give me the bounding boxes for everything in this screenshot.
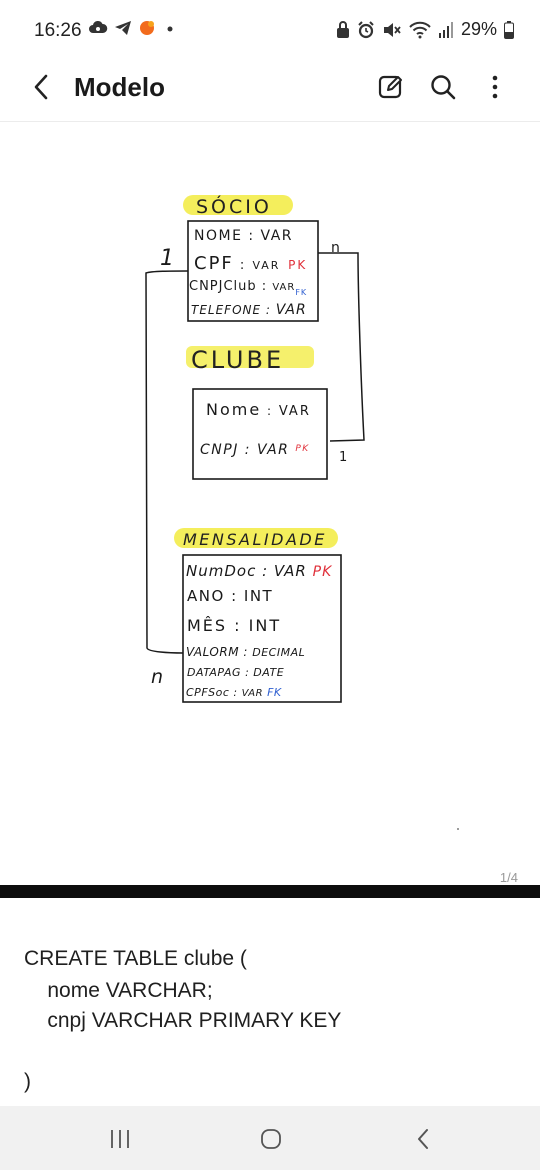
signal-icon <box>438 21 453 38</box>
socio-clube-relationship-line <box>318 252 365 442</box>
app-actions <box>376 72 510 102</box>
status-left-icons <box>88 19 178 37</box>
back-icon <box>418 1129 428 1149</box>
cardinality-socio-right: n <box>331 240 340 256</box>
mensalidade-title: MENSALIDADE <box>183 530 327 549</box>
mensalidade-field-numdoc: NumDoc : VAR PK <box>186 562 333 580</box>
note-drawing-page[interactable]: SÓCIO CLUBE MENSALIDADE NOME : VAR CPF :… <box>0 123 540 885</box>
mensalidade-field-mes: MÊS : INT <box>187 616 281 635</box>
er-diagram-drawing: SÓCIO CLUBE MENSALIDADE NOME : VAR CPF :… <box>145 194 459 830</box>
socio-field-cnpjclub: CNPJClub : VARFK <box>189 279 307 297</box>
wifi-icon <box>409 21 431 38</box>
mensalidade-field-cpfsoc: CPFSoc : VAR FK <box>186 686 282 699</box>
mensalidade-field-datapag: DATAPAG : DATE <box>187 666 284 679</box>
page-indicator: 1/4 <box>499 870 518 885</box>
clube-title: CLUBE <box>191 346 284 374</box>
status-bar: 16:26 <box>0 0 540 62</box>
page-title: Modelo <box>74 72 165 102</box>
stray-dot <box>457 828 459 830</box>
status-right: 29% <box>336 19 514 40</box>
mensalidade-field-valorm: VALORM : DECIMAL <box>186 645 305 659</box>
telegram-icon <box>115 21 131 35</box>
text-line: CREATE TABLE clube ( <box>24 947 247 970</box>
socio-field-telefone: TELEFONE : VAR <box>191 302 307 318</box>
mensalidade-entity-box <box>182 554 342 703</box>
notification-dot-icon <box>140 21 154 35</box>
app-bar: Modelo <box>0 62 540 122</box>
clube-field-nome: Nome : VAR <box>206 400 311 419</box>
clube-title-highlight <box>186 346 314 368</box>
system-back-button[interactable] <box>403 1124 443 1154</box>
chevron-left-icon <box>34 74 48 100</box>
text-line: cnpj VARCHAR PRIMARY KEY <box>24 1009 342 1032</box>
clube-entity-box <box>192 388 328 480</box>
alarm-icon <box>358 20 374 38</box>
text-line: nome VARCHAR; <box>24 979 213 1002</box>
page-divider <box>0 885 540 898</box>
back-button[interactable] <box>28 72 56 102</box>
socio-mensalidade-relationship-line <box>145 270 189 654</box>
socio-title: SÓCIO <box>196 194 272 218</box>
lock-icon <box>336 20 349 38</box>
socio-field-cpf: CPF : VAR PK <box>194 253 307 274</box>
dot-icon <box>167 26 173 32</box>
cloud-icon <box>89 20 108 33</box>
recent-apps-button[interactable] <box>100 1124 140 1154</box>
status-time: 16:26 <box>34 20 82 41</box>
search-button[interactable] <box>428 72 458 102</box>
search-icon <box>431 75 456 100</box>
text-line: ) <box>24 1070 31 1093</box>
navigation-bar <box>0 1106 540 1170</box>
more-icon <box>492 75 498 99</box>
text-note[interactable]: CREATE TABLE clube ( nome VARCHAR; cnpj … <box>0 898 540 1106</box>
recent-apps-icon <box>111 1130 129 1148</box>
cardinality-mensalidade-left: n <box>151 666 163 688</box>
battery-percentage: 29% <box>460 19 497 39</box>
home-icon <box>261 1129 281 1149</box>
cardinality-clube-right: 1 <box>339 450 347 465</box>
mute-icon <box>383 22 401 37</box>
home-button[interactable] <box>251 1124 291 1154</box>
edit-button[interactable] <box>376 72 406 102</box>
clube-field-cnpj: CNPJ : VAR PK <box>200 442 310 458</box>
edit-icon <box>378 75 402 99</box>
more-options-button[interactable] <box>480 72 510 102</box>
battery-icon <box>504 20 514 39</box>
mensalidade-field-ano: ANO : INT <box>187 587 273 605</box>
socio-field-nome: NOME : VAR <box>194 228 293 244</box>
cardinality-socio-left: 1 <box>160 246 174 271</box>
socio-title-highlight <box>183 195 293 215</box>
mensalidade-title-highlight <box>174 528 338 548</box>
